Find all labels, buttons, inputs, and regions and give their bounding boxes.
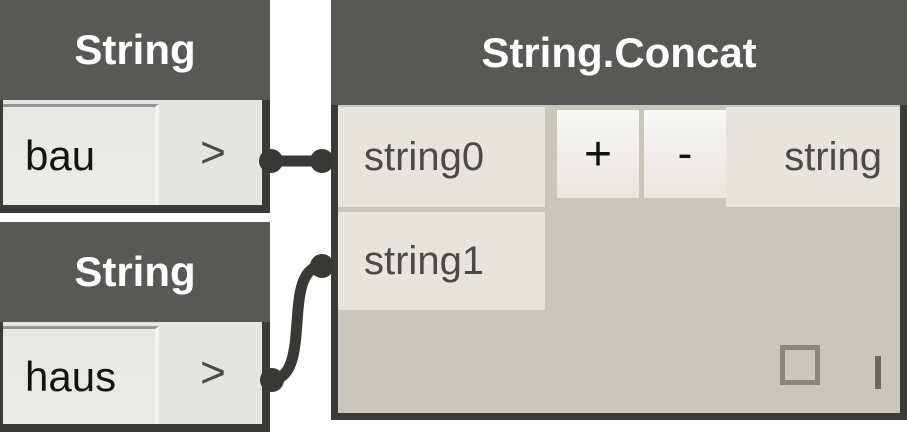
lacing-indicator-icon <box>875 356 881 389</box>
node-header-drag-handle[interactable]: String <box>0 0 270 100</box>
string-value-box <box>3 326 159 424</box>
preview-checkbox-icon[interactable] <box>780 345 820 385</box>
string-value-input[interactable] <box>3 352 155 401</box>
string-input-node-2: String > <box>0 222 270 432</box>
node-header-drag-handle[interactable]: String.Concat <box>331 0 907 105</box>
string-input-node-1: String > <box>0 0 270 213</box>
input-port-string1[interactable]: string1 <box>338 212 545 310</box>
input-port-string0[interactable]: string0 <box>338 107 545 207</box>
remove-input-button-label: - <box>677 129 693 178</box>
add-input-button[interactable]: + <box>557 110 639 198</box>
output-port[interactable]: > <box>164 322 262 424</box>
output-port-label: > <box>200 127 226 177</box>
node-title: String <box>74 26 196 73</box>
input-port-label: string0 <box>364 134 485 179</box>
node-body: > <box>0 100 270 213</box>
node-body: > <box>0 322 270 432</box>
node-header-drag-handle[interactable]: String <box>0 222 270 322</box>
string-value-box <box>3 104 159 205</box>
string-value-input[interactable] <box>3 132 155 180</box>
output-port-string[interactable]: string <box>726 107 900 207</box>
output-port-label: > <box>200 348 226 397</box>
output-port-label: string <box>784 134 882 179</box>
remove-input-button[interactable]: - <box>644 110 726 198</box>
output-port[interactable]: > <box>164 100 262 205</box>
node-title: String.Concat <box>481 28 757 76</box>
add-input-button-label: + <box>583 127 613 181</box>
node-body: string0 string1 + - string <box>331 105 907 420</box>
string-concat-node: String.Concat string0 string1 + - string <box>331 0 907 420</box>
wire-haus-to-string1[interactable] <box>260 254 334 392</box>
wire-bau-to-string0[interactable] <box>259 149 334 173</box>
input-port-label: string1 <box>364 238 485 283</box>
node-title: String <box>74 248 196 295</box>
